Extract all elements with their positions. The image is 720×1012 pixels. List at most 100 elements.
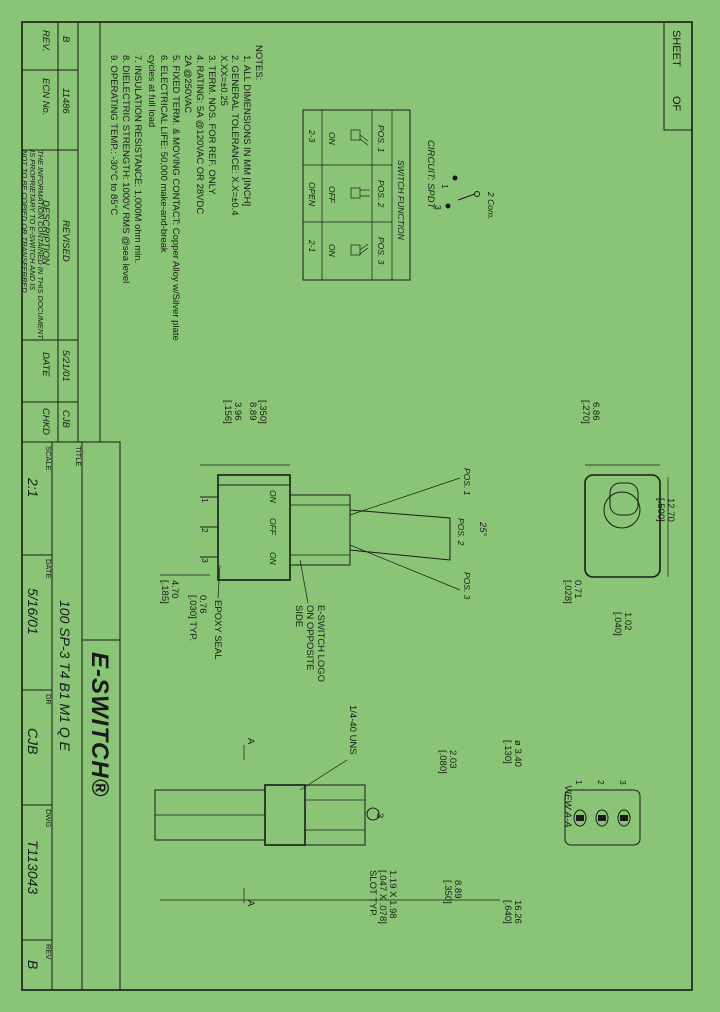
dim-470: 4.70 <box>169 580 180 599</box>
logo-note-2: ON OPPOSITE <box>304 605 315 670</box>
circuit-terminal-1: 1 <box>440 184 450 189</box>
title-block: TITLE 100 SP-3 T4 B1 M1 Q E SCALE 2:1 DA… <box>21 441 121 991</box>
note-line-2b: X.XX=±0.25 <box>218 55 229 106</box>
terminal-3-dot <box>445 203 451 209</box>
pos3-connection: 2-1 <box>307 239 317 253</box>
rev-row-ecn: 11486 <box>60 88 71 114</box>
pos1-label: POS. 1 <box>462 468 472 496</box>
epoxy-seal-note: EPOXY SEAL <box>212 600 223 660</box>
proprietary-line-3: NOT TO BE COPIED OR TRANSFERRED <box>20 150 29 293</box>
view-aa: VIEW A-A 3 2 1 <box>562 780 641 846</box>
dwg-label: DWG <box>44 809 53 827</box>
pos2-connection: OPEN <box>307 182 317 207</box>
revision-block: B 11486 REVISED 5/21/01 CJB REV. ECN No.… <box>20 21 101 443</box>
rev-header-description: DESCRIPTION <box>40 200 51 265</box>
dim-203-in: [.080] <box>437 750 448 774</box>
dim-102: 1.02 <box>622 612 633 631</box>
rev-row-description: REVISED <box>60 220 71 262</box>
logo-note-1: E-SWITCH LOGO <box>315 605 326 682</box>
dim-071: 0.71 <box>572 580 583 599</box>
rev-header-ecn: ECN No. <box>40 78 51 115</box>
pos2-state: OFF <box>327 186 337 204</box>
com-label: 2 Com. <box>486 191 496 219</box>
front-bushing <box>264 784 306 846</box>
of-label: OF <box>670 96 682 112</box>
part-title: 100 SP-3 T4 B1 M1 Q E <box>57 600 73 752</box>
note-line-1: 1. ALL DIMENSIONS IN MM [INCH] <box>241 55 252 206</box>
brand-logo: E-SWITCH® <box>86 652 113 797</box>
bushing-side <box>289 494 351 566</box>
dim-1270: 12.70 <box>665 498 676 522</box>
drawing-frame: SHEET OF NOTES: 1. ALL DIMENSIONS IN MM … <box>20 21 693 991</box>
circuit-terminal-3: 3 <box>433 205 443 210</box>
rev-header-date: DATE <box>40 352 51 377</box>
rev-header-rev: REV. <box>40 30 51 51</box>
dia-in: [.130] <box>502 740 513 764</box>
top-view: 6.86 [.270] 12.70 [.500] 0.71 [.028] 1.0… <box>562 400 676 636</box>
drawn-label: DR <box>44 694 53 705</box>
body-off: OFF <box>268 518 278 536</box>
dim-076-in: [.030] TYP. <box>187 595 198 641</box>
dim-102-in: [.040] <box>612 612 623 636</box>
view-aa-body <box>564 789 641 846</box>
notes-heading: NOTES: <box>253 45 264 80</box>
dim-686-in: [.270] <box>580 400 591 424</box>
logo-note-3: SIDE <box>293 605 304 627</box>
note-line-9: 9. OPERATING TEMP.: -30°C to 85°C <box>108 55 119 215</box>
view-aa-terminal-3 <box>617 809 631 827</box>
dim-396: 3.96 <box>232 402 243 421</box>
sheet-label: SHEET <box>670 30 682 67</box>
circuit-title: CIRCUIT: SPDT <box>425 140 436 210</box>
lever-pos3-icon <box>350 243 369 256</box>
body-on-1: ON <box>268 490 278 504</box>
body-on-2: ON <box>268 552 278 566</box>
notes-block: NOTES: 1. ALL DIMENSIONS IN MM [INCH] 2.… <box>108 45 264 341</box>
section-a-bottom: A <box>245 900 256 907</box>
dim-686: 6.86 <box>590 402 601 421</box>
toggle-lever-pos2 <box>349 509 451 561</box>
angle-label: 25° <box>477 521 488 537</box>
side-view: POS. 1 POS. 2 POS. 3 25° ON OFF ON 1 2 3… <box>159 400 488 682</box>
note-line-8: 8. DIELECTRIC STRENGTH: 1000V RMS @sea l… <box>120 55 131 283</box>
note-line-6: 6. ELECTRICAL LIFE: 50,000 make-and-brea… <box>158 55 169 253</box>
common-terminal <box>474 191 480 197</box>
front-term-label: 3 <box>374 813 385 818</box>
dim-1626-in: [.640] <box>502 900 513 924</box>
dim-203: 2.03 <box>447 750 458 769</box>
title-label: TITLE <box>74 446 83 466</box>
note-line-2: 2. GENERAL TOLERANCE: X.X=±0.4 <box>229 55 240 216</box>
view-aa-label-2: 2 <box>596 780 606 785</box>
slot-in: [.047 X .078] <box>377 870 388 924</box>
scale-value: 2:1 <box>25 477 41 497</box>
term-3-label: 3 <box>200 558 210 563</box>
dwg-value: T113043 <box>25 840 41 894</box>
side-terminals: 1 2 3 <box>200 496 218 563</box>
front-view: 3 1/4-40 UNS ø 3.40 [.130] 2.03 [.080] 1… <box>154 705 523 924</box>
top-body <box>584 474 661 578</box>
circuit-diagram: CIRCUIT: SPDT 2 Com. 1 3 SWITCH FUNCTION… <box>302 109 496 281</box>
date-value: 5/16/01 <box>25 588 41 635</box>
rev-row-rev: B <box>60 36 71 43</box>
note-line-6b: cycles at full load <box>146 55 157 127</box>
dim-076: 0.76 <box>197 595 208 614</box>
dim-889-front-in: [.350] <box>442 880 453 904</box>
toggle-shaft-top <box>609 482 639 516</box>
front-body <box>304 784 366 846</box>
note-line-4: 4. RATING: 5A @120VAC OR 28VDC <box>194 55 205 214</box>
note-line-4b: 2A @250VAC <box>182 55 193 113</box>
thread-label: 1/4-40 UNS <box>347 705 358 755</box>
dim-396-in: [.156] <box>222 400 233 424</box>
rev-row-chkd: CJB <box>60 410 71 429</box>
slot-label: 1.19 X 1.98 <box>387 870 398 919</box>
switch-function-table <box>302 109 411 281</box>
drawn-value: CJB <box>25 728 41 754</box>
dim-889-in: [.350] <box>257 400 268 424</box>
slot-typ: SLOT TYP. <box>367 870 378 917</box>
view-aa-terminal-1 <box>573 809 587 827</box>
pos3-label: POS. 3 <box>462 572 472 600</box>
dia-label: ø 3.40 <box>512 740 523 767</box>
pos3-state: ON <box>327 244 337 258</box>
dim-889: 8.89 <box>247 402 258 421</box>
front-terminal-eye <box>366 807 380 821</box>
view-aa-terminal-2 <box>595 809 609 827</box>
